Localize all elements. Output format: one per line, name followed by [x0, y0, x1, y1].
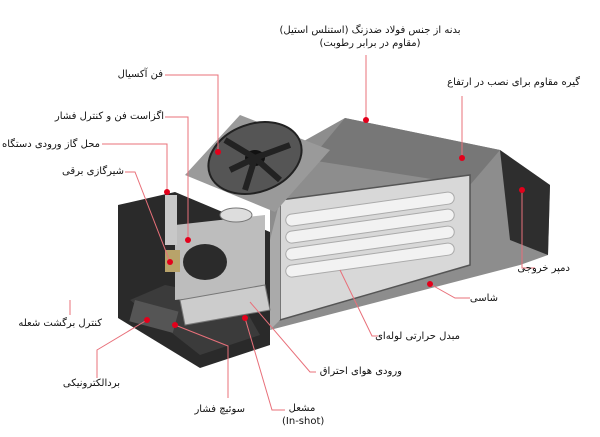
label-electronic-board: بردالکترونیکی: [62, 378, 120, 389]
exhaust-fan: [183, 244, 227, 280]
label-gas-valve: شیرگازی برقی: [62, 166, 124, 177]
label-axial-fan: فن آکسیال: [117, 69, 163, 80]
label-burner-type: (In-shot): [282, 416, 325, 427]
label-heat-exchanger: مبدل حرارتی لوله‌ای: [375, 331, 460, 342]
label-outlet-damper: دمپر خروجی: [517, 263, 570, 274]
label-body-line2: (مقاوم در برابر رطوبت): [319, 38, 421, 49]
label-pressure-switch: سوئیچ فشار: [194, 404, 245, 415]
label-combustion-air: ورودی هوای احتراق: [319, 366, 402, 377]
label-burner-name: مشعل: [288, 403, 316, 414]
label-exhaust-fan: اگزاست فن و کنترل فشار: [54, 111, 164, 122]
label-hanger: گیره مقاوم برای نصب در ارتفاع: [447, 77, 580, 88]
electronic-board: [129, 299, 179, 333]
outlet-damper: [500, 150, 550, 255]
label-body-line1: بدنه از جنس فولاد ضدزنگ (استنلس استیل): [279, 25, 461, 36]
axial-fan: [207, 121, 303, 195]
heat-exchanger-tubes: [285, 191, 455, 278]
label-stainless-body: بدنه از جنس فولاد ضدزنگ (استنلس استیل) (…: [270, 24, 470, 50]
label-gas-inlet: محل گاز ورودی دستگاه: [2, 139, 100, 150]
label-burner: مشعل (In-shot): [282, 402, 325, 428]
label-chassis: شاسی: [469, 293, 498, 304]
label-flame-control: کنترل برگشت شعله: [18, 318, 102, 329]
